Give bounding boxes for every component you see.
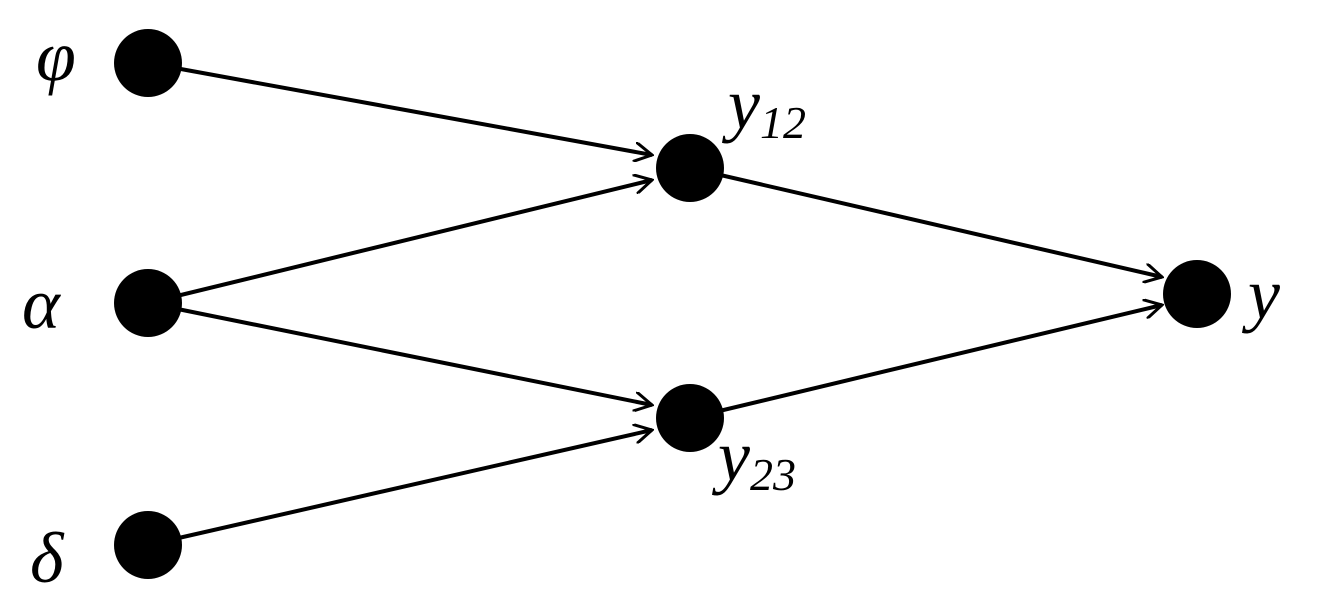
label-y12: y12 <box>721 64 806 148</box>
edge-y12-to-y <box>689 166 1162 277</box>
edge-phi-to-y12 <box>147 61 652 155</box>
node-alpha <box>114 269 182 337</box>
edge-delta-to-y23 <box>147 430 652 547</box>
node-delta <box>114 511 182 579</box>
edge-alpha-to-y12 <box>147 180 652 305</box>
label-y12-main: y <box>721 64 760 144</box>
label-y23-main: y <box>711 416 750 496</box>
edge-y23-to-y <box>689 305 1162 420</box>
label-y23: y23 <box>711 416 796 500</box>
nodes <box>114 29 1231 579</box>
label-y: y <box>1241 254 1280 334</box>
node-y23 <box>656 384 724 452</box>
node-y12 <box>656 134 724 202</box>
edge-alpha-to-y23 <box>147 301 652 405</box>
node-phi <box>114 29 182 97</box>
label-phi: φ <box>36 16 76 96</box>
label-y12-subscript: 12 <box>760 97 806 148</box>
labels: φ α δ y12 y23 y <box>22 16 1280 598</box>
label-alpha: α <box>22 264 61 344</box>
label-delta: δ <box>30 518 65 598</box>
node-y <box>1163 260 1231 328</box>
label-y23-subscript: 23 <box>750 449 796 500</box>
edges <box>147 61 1162 547</box>
